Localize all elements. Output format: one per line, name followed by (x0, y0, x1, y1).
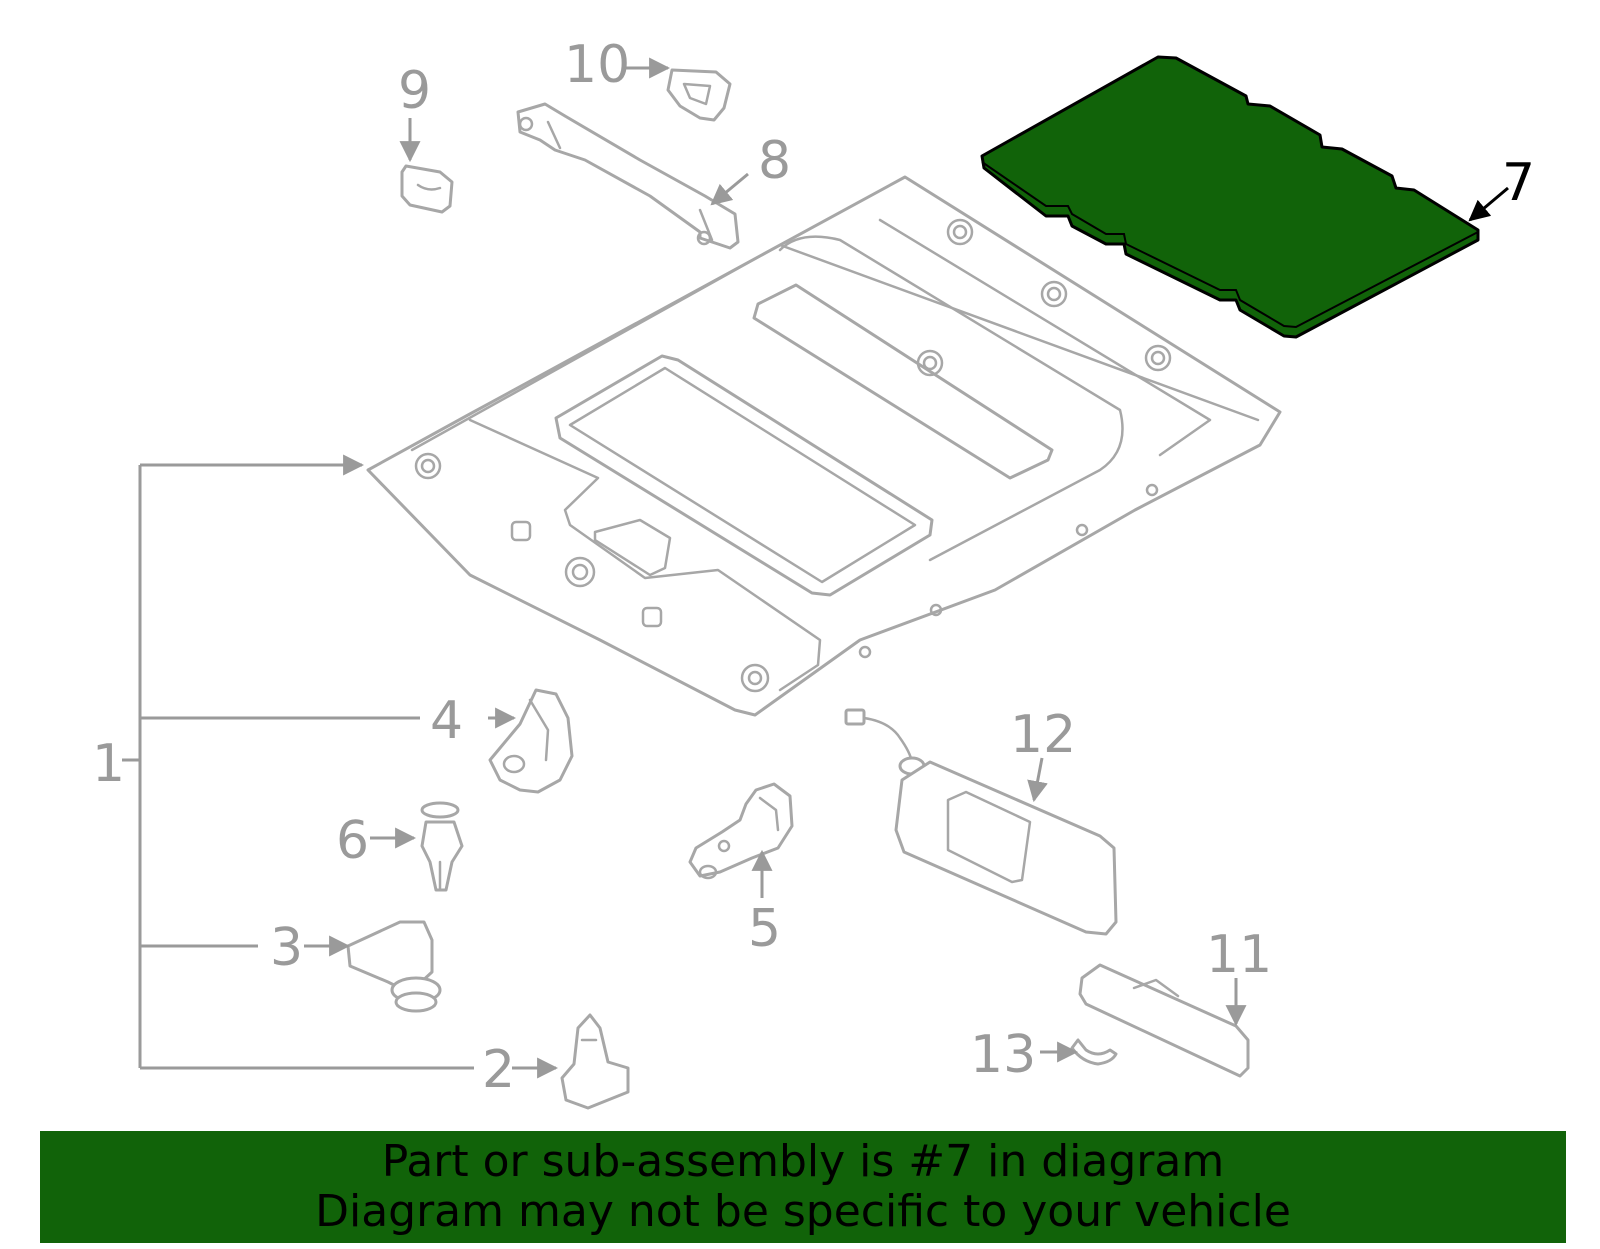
highlighted-panel-part-7[interactable] (980, 55, 1480, 339)
callout-8: 8 (758, 131, 791, 191)
clip-part-2[interactable] (560, 1013, 630, 1110)
callout-4: 4 (430, 691, 463, 751)
hook-part-3[interactable] (346, 920, 442, 1013)
callout-3: 3 (270, 918, 303, 978)
callout-6: 6 (336, 811, 369, 871)
callout-12: 12 (1010, 705, 1076, 765)
clip-part-9[interactable] (400, 164, 454, 214)
callout-1: 1 (92, 734, 125, 794)
callout-5: 5 (748, 899, 781, 959)
banner-line-2: Diagram may not be specific to your vehi… (315, 1186, 1291, 1237)
banner-line-1: Part or sub-assembly is #7 in diagram (381, 1136, 1225, 1187)
callout-7: 7 (1502, 153, 1535, 213)
sun-visor-part-12[interactable] (844, 708, 1118, 936)
push-pin-part-6[interactable] (420, 801, 464, 892)
callout-13: 13 (970, 1025, 1036, 1085)
holder-part-5[interactable] (688, 782, 794, 880)
visor-holder-part-11[interactable] (1078, 963, 1250, 1078)
clip-part-13[interactable] (1070, 1038, 1118, 1066)
callout-labels: 1 2 3 4 5 6 7 8 9 10 11 12 13 (92, 35, 1535, 1100)
callout-2: 2 (482, 1040, 515, 1100)
headliner[interactable] (366, 175, 1282, 717)
callout-1-bracket (122, 454, 474, 1070)
cap-part-10[interactable] (666, 68, 732, 122)
callout-11: 11 (1206, 925, 1272, 985)
leader-lines (304, 57, 1509, 1079)
callout-9: 9 (398, 61, 431, 121)
bracket-part-4[interactable] (488, 688, 574, 794)
grab-handle-part-8[interactable] (516, 102, 740, 250)
callout-10: 10 (564, 35, 630, 95)
info-banner: Part or sub-assembly is #7 in diagram Di… (40, 1131, 1566, 1243)
